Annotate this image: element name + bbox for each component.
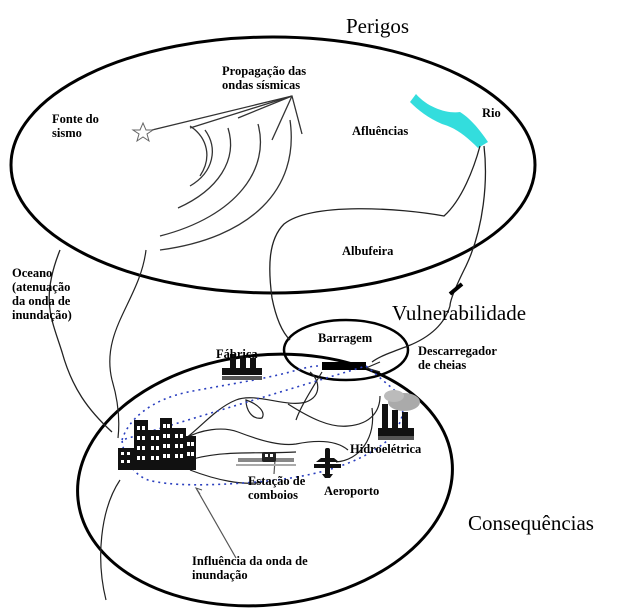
hazards-title: Perigos [346, 14, 409, 38]
river-network [185, 371, 381, 484]
tributary-line [449, 145, 487, 307]
vulnerability-title: Vulnerabilidade [392, 301, 527, 325]
factory-icon [222, 354, 262, 380]
seismic-waves [151, 95, 303, 251]
station-pointer [273, 459, 276, 475]
wave-influence-arrow [194, 487, 203, 495]
airplane-icon [314, 448, 341, 478]
spillway-pipe [448, 282, 464, 296]
train-station-icon [236, 452, 296, 466]
ocean-line [48, 249, 113, 433]
wave-influence-pointer [195, 487, 237, 559]
river-line [269, 145, 481, 341]
airport-label: Aeroporto [324, 484, 380, 498]
ocean-line-2 [109, 249, 147, 439]
hydro-label: Hidroelétrica [350, 442, 422, 456]
dam-label: Barragem [318, 331, 373, 345]
hydro-plant-icon [378, 390, 420, 440]
spillway-line [371, 305, 451, 363]
reservoir-label: Albufeira [342, 244, 394, 258]
hazards-ellipse [9, 35, 537, 295]
dam-bar [322, 362, 366, 370]
tributaries-label: Afluências [352, 124, 409, 138]
river-label: Rio [482, 106, 501, 120]
star-icon [131, 121, 155, 143]
river-shape [410, 94, 488, 148]
city-buildings-icon [118, 418, 196, 470]
ocean-outer-line [100, 479, 121, 601]
flood-boundary [121, 365, 404, 486]
vulnerability-ellipse [282, 318, 410, 382]
factory-label: Fábrica [216, 347, 258, 361]
consequences-title: Consequências [468, 511, 594, 535]
consequences-ellipse [76, 352, 454, 608]
